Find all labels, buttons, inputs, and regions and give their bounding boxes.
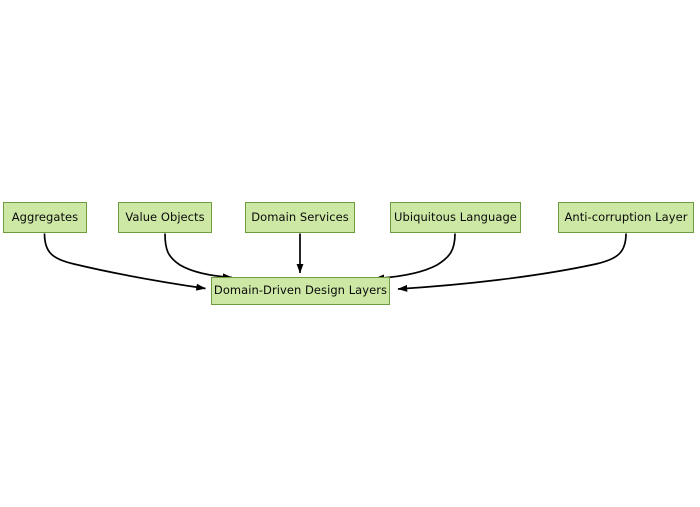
node-anti-corruption-layer[interactable]: Anti-corruption Layer xyxy=(558,202,694,233)
edge-aggregates-to-ddd-layers xyxy=(43,233,206,291)
node-anti-corruption-layer-label: Anti-corruption Layer xyxy=(564,209,688,224)
node-aggregates-label: Aggregates xyxy=(11,209,79,224)
edge-value-objects-to-ddd-layers xyxy=(164,233,233,281)
node-aggregates[interactable]: Aggregates xyxy=(3,202,87,233)
node-value-objects-label: Value Objects xyxy=(125,209,205,224)
node-value-objects[interactable]: Value Objects xyxy=(118,202,212,233)
edge-anti-corruption-layer-to-ddd-layers xyxy=(397,233,627,292)
node-domain-services[interactable]: Domain Services xyxy=(245,202,355,233)
node-ubiquitous-language-label: Ubiquitous Language xyxy=(394,209,517,224)
node-domain-services-label: Domain Services xyxy=(251,209,349,224)
node-ddd-layers[interactable]: Domain-Driven Design Layers xyxy=(211,277,390,305)
node-ddd-layers-label: Domain-Driven Design Layers xyxy=(213,283,388,298)
edge-ubiquitous-language-to-ddd-layers xyxy=(374,233,456,282)
node-ubiquitous-language[interactable]: Ubiquitous Language xyxy=(390,202,521,233)
